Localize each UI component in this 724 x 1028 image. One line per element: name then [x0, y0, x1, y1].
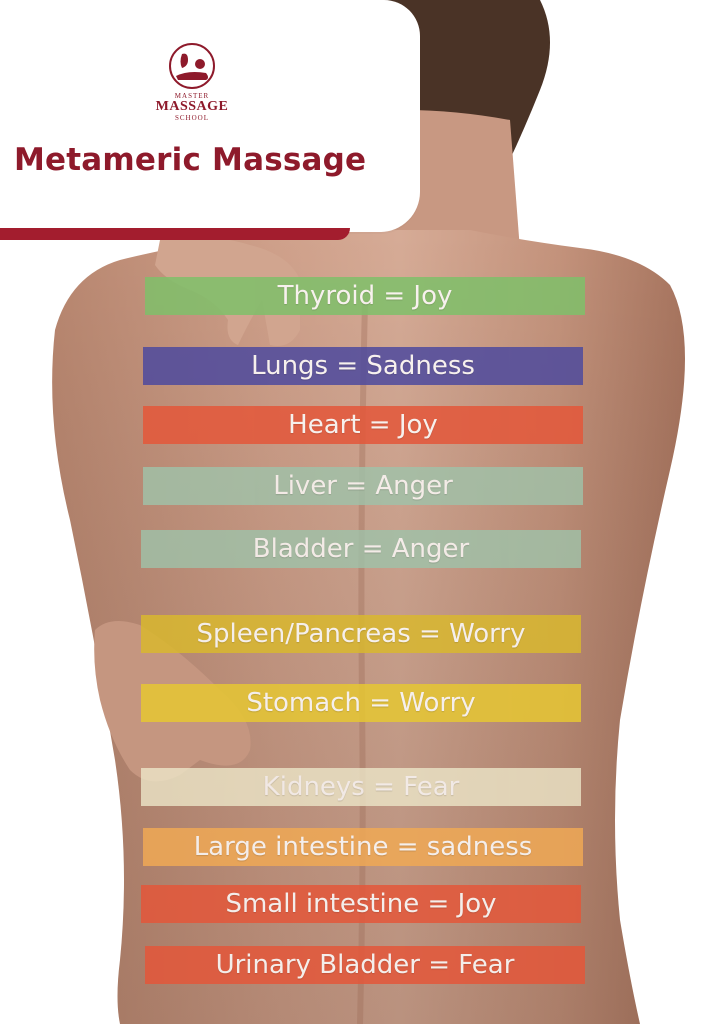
band-6: Spleen/Pancreas = Worry — [141, 615, 581, 653]
band-label: Stomach = Worry — [246, 688, 476, 718]
band-2: Lungs = Sadness — [143, 347, 583, 385]
band-3: Heart = Joy — [143, 406, 583, 444]
band-4: Liver = Anger — [143, 467, 583, 505]
massage-logo-icon — [169, 43, 215, 89]
band-7: Stomach = Worry — [141, 684, 581, 722]
band-11: Urinary Bladder = Fear — [145, 946, 585, 984]
page-title: Metameric Massage — [14, 142, 367, 178]
logo-text-massage: MASSAGE — [155, 99, 229, 114]
band-9: Large intestine = sadness — [143, 828, 583, 866]
band-label: Bladder = Anger — [252, 534, 470, 564]
band-label: Lungs = Sadness — [251, 351, 475, 381]
band-label: Spleen/Pancreas = Worry — [196, 619, 526, 649]
logo-text-school: SCHOOL — [174, 114, 209, 122]
band-label: Kidneys = Fear — [262, 772, 460, 802]
band-5: Bladder = Anger — [141, 530, 581, 568]
header-accent-bar — [0, 228, 350, 240]
logo-text-master: MASTER — [174, 92, 210, 100]
band-label: Small intestine = Joy — [225, 889, 497, 919]
band-8: Kidneys = Fear — [141, 768, 581, 806]
band-10: Small intestine = Joy — [141, 885, 581, 923]
band-1: Thyroid = Joy — [145, 277, 585, 315]
band-label: Liver = Anger — [273, 471, 453, 501]
band-label: Urinary Bladder = Fear — [215, 950, 515, 980]
band-label: Heart = Joy — [288, 410, 438, 440]
school-logo: MASTER MASSAGE SCHOOL — [152, 40, 232, 122]
header-card — [0, 0, 420, 232]
band-label: Thyroid = Joy — [277, 281, 453, 311]
band-label: Large intestine = sadness — [193, 832, 533, 862]
